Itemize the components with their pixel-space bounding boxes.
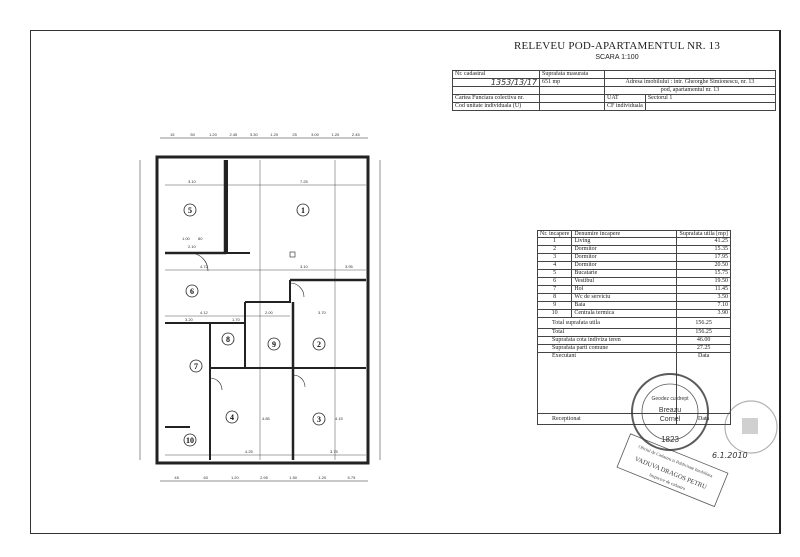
room-marker <box>183 203 197 217</box>
ocpi-stamp: Oficiul de Cadastru si Publicitate Imobi… <box>616 433 729 508</box>
dimension-label: 2.00 <box>265 310 274 315</box>
page-border <box>30 30 781 534</box>
data2-label: Data <box>676 413 731 425</box>
room-number: 3 <box>317 415 321 424</box>
dimension-label: 3.20 <box>185 317 194 322</box>
wall-kitchen <box>165 160 227 255</box>
dimension-label: 4.72 <box>200 264 209 269</box>
dimension-label: 3.30 <box>250 132 259 137</box>
svg-text:1823: 1823 <box>661 435 679 444</box>
room-marker <box>296 203 310 217</box>
dimension-label: 1.20 <box>231 475 240 480</box>
dimension-label: 1.20 <box>209 132 218 137</box>
svg-text:Breazu: Breazu <box>659 407 681 414</box>
cadastral-header-table: Nr. cadastral Suprafata masurata 1353/13… <box>452 70 777 111</box>
dimension-label: 4.25 <box>245 449 254 454</box>
room-marker <box>189 359 203 373</box>
round-seal <box>724 400 778 454</box>
room-marker <box>225 410 239 424</box>
room-number: 7 <box>194 362 198 371</box>
wall-hall <box>165 322 245 460</box>
room-number: 4 <box>230 413 234 422</box>
room-number: 5 <box>188 206 192 215</box>
room-marker <box>185 284 199 298</box>
dimension-label: 3.10 <box>188 179 197 184</box>
room-marker <box>312 337 326 351</box>
dimension-label: 3.75 <box>330 449 339 454</box>
room-number: 6 <box>190 287 194 296</box>
room-number: 10 <box>186 436 194 445</box>
svg-text:Geodez cu drept: Geodez cu drept <box>652 396 690 402</box>
dimension-label: 60 <box>203 475 208 480</box>
dimension-label: 2.10 <box>188 244 197 249</box>
dimension-label: 45 <box>174 475 179 480</box>
dimension-label: 3.70 <box>318 310 327 315</box>
room-marker <box>183 433 197 447</box>
dimension-label: 2.45 <box>230 132 239 137</box>
wall-bath <box>244 280 291 368</box>
dimension-label: 2.95 <box>260 475 269 480</box>
dimension-label: 3.10 <box>300 264 309 269</box>
data-label: Data <box>676 352 731 414</box>
dimension-label: 3.95 <box>345 264 354 269</box>
executant-label: Executant <box>536 352 678 414</box>
dimension-label: 1.70 <box>232 317 241 322</box>
rooms-table: Nr. incapere Denumire incapere Suprafata… <box>536 230 731 425</box>
dimension-label: 25 <box>292 132 297 137</box>
dimension-label: 1.20 <box>332 132 341 137</box>
dimension-label: 50 <box>190 132 195 137</box>
room-number: 8 <box>226 335 230 344</box>
room-marker <box>267 337 281 351</box>
dimension-label: 5.75 <box>348 475 357 480</box>
dimension-label: 3.00 <box>311 132 320 137</box>
dimension-label: 1.00 <box>182 236 191 241</box>
outer-walls <box>155 155 370 465</box>
room-marker <box>312 412 326 426</box>
dimension-label: 80 <box>198 236 203 241</box>
dimension-label: 4.85 <box>262 416 271 421</box>
dimension-label: 4.15 <box>335 416 344 421</box>
document-scale: SCARA 1:100 <box>595 54 639 61</box>
handwritten-date: 6.1.2010 <box>712 451 748 460</box>
dimension-label: 1.20 <box>270 132 279 137</box>
dimension-label: 7.25 <box>300 179 309 184</box>
dimension-label: 1.20 <box>318 475 327 480</box>
svg-text:Cornel: Cornel <box>660 416 681 423</box>
dimension-label: 15 <box>170 132 175 137</box>
dimension-label: 2.45 <box>352 132 361 137</box>
room-marker <box>221 332 235 346</box>
room-number: 1 <box>301 206 305 215</box>
room-number: 2 <box>317 340 321 349</box>
dimension-label: 1.50 <box>289 475 298 480</box>
room-number: 9 <box>272 340 276 349</box>
document-title: RELEVEU POD-APARTAMENTUL NR. 13 <box>513 40 721 52</box>
wall-living-left <box>226 160 250 254</box>
dimension-label: 4.12 <box>200 310 209 315</box>
